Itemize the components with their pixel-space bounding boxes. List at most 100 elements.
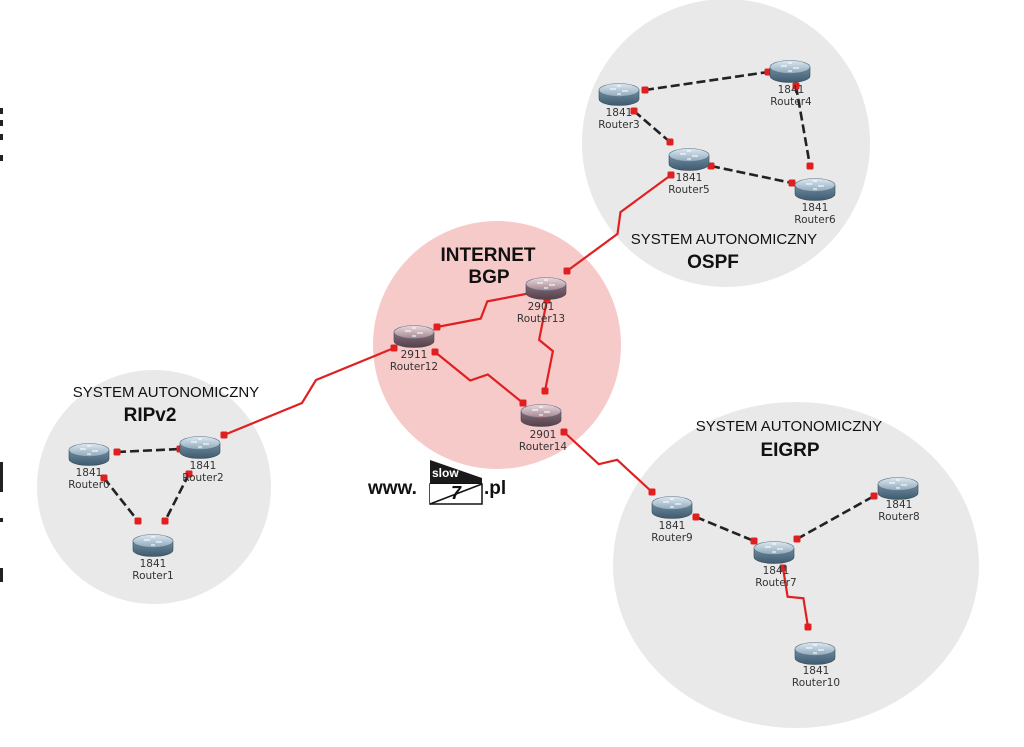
routers: 1841Router01841Router11841Router21841Rou… — [68, 60, 920, 690]
left-edge-marks — [0, 108, 3, 582]
port-status-dot — [431, 348, 439, 356]
slow7-logo: slow 7 — [429, 460, 483, 505]
router-arrows-icon — [610, 85, 628, 95]
router-arrows-icon — [806, 180, 824, 190]
ethernet-link-line — [644, 70, 769, 92]
router-icon-top — [877, 477, 919, 491]
link-r14-r9 — [560, 428, 656, 496]
link-r13-r5 — [563, 171, 675, 275]
router-arrows-icon — [191, 438, 209, 448]
router-arrows-icon — [405, 327, 423, 337]
port-status-dot — [667, 171, 675, 179]
router-icon-top — [753, 541, 795, 555]
router-model-label: 1841 — [190, 460, 217, 472]
port-status-dot — [113, 448, 121, 456]
router-icon-top — [668, 148, 710, 162]
router-name-label: Router10 — [792, 677, 840, 689]
watermark-suffix: .pl — [484, 478, 506, 499]
rip-zone-protocol: RIPv2 — [124, 405, 177, 426]
ospf-zone-protocol: OSPF — [687, 252, 739, 273]
serial-link-line — [436, 291, 532, 329]
router-arrows-icon — [781, 62, 799, 72]
watermark-prefix: www. — [367, 478, 417, 499]
router-name-label: Router12 — [390, 361, 438, 373]
router-name-label: Router4 — [770, 96, 812, 108]
router-arrows-icon — [537, 279, 555, 289]
serial-link-line — [223, 346, 395, 437]
port-status-dot — [220, 431, 228, 439]
router-model-label: 2901 — [528, 301, 555, 313]
router-icon-top — [393, 325, 435, 339]
router-arrows-icon — [806, 644, 824, 654]
port-status-dot — [161, 517, 169, 525]
router-model-label: 1841 — [606, 107, 633, 119]
watermark: www. slow 7 .pl — [367, 460, 506, 505]
link-r2-r1 — [161, 470, 193, 525]
port-status-dot — [692, 513, 700, 521]
router-name-label: Router14 — [519, 441, 567, 453]
ethernet-link-line — [695, 515, 755, 543]
router-arrows-icon — [889, 479, 907, 489]
port-status-dot — [870, 492, 878, 500]
router-icon-top — [598, 83, 640, 97]
router-name-label: Router7 — [755, 577, 796, 589]
router-name-label: Router9 — [651, 532, 692, 544]
port-status-dot — [185, 470, 193, 478]
ethernet-link-line — [796, 494, 875, 541]
router-name-label: Router2 — [182, 472, 223, 484]
zones: SYSTEM AUTONOMICZNY OSPF SYSTEM AUTONOMI… — [37, 0, 979, 728]
link-r9-r7 — [692, 513, 758, 545]
router-name-label: Router8 — [878, 511, 919, 523]
router-arrows-icon — [680, 150, 698, 160]
port-status-dot — [519, 399, 527, 407]
eigrp-zone-protocol: EIGRP — [760, 440, 819, 461]
router-arrows-icon — [765, 543, 783, 553]
router-name-label: Router5 — [668, 184, 709, 196]
router-icon-top — [794, 642, 836, 656]
router-icon-top — [794, 178, 836, 192]
router-model-label: 1841 — [803, 665, 830, 677]
ethernet-link-line — [163, 473, 191, 522]
router-model-label: 1841 — [763, 565, 790, 577]
rip-zone-title: SYSTEM AUTONOMICZNY — [73, 384, 259, 401]
router-name-label: Router3 — [598, 119, 639, 131]
eigrp-zone-title: SYSTEM AUTONOMICZNY — [696, 418, 882, 435]
router-model-label: 1841 — [140, 558, 167, 570]
serial-link-line — [537, 299, 555, 392]
port-status-dot — [641, 86, 649, 94]
router-name-label: Router0 — [68, 479, 109, 491]
router-icon-top — [132, 534, 174, 548]
rip-zone — [37, 370, 271, 604]
ethernet-link-line — [794, 85, 812, 167]
router-arrows-icon — [532, 406, 550, 416]
router-arrows-icon — [144, 536, 162, 546]
port-status-dot — [100, 474, 108, 482]
ethernet-link-line — [710, 164, 793, 185]
router-model-label: 2911 — [401, 349, 428, 361]
router-icon-top — [651, 496, 693, 510]
link-r12-r14 — [431, 348, 527, 407]
port-status-dot — [560, 428, 568, 436]
router-icon-top — [68, 443, 110, 457]
link-r7-r10 — [779, 564, 812, 631]
link-r7-r8 — [793, 492, 878, 543]
internet-zone-protocol: BGP — [468, 267, 510, 288]
watermark-logo-digit: 7 — [451, 483, 462, 503]
ethernet-link-line — [633, 110, 671, 143]
port-status-dot — [666, 138, 674, 146]
